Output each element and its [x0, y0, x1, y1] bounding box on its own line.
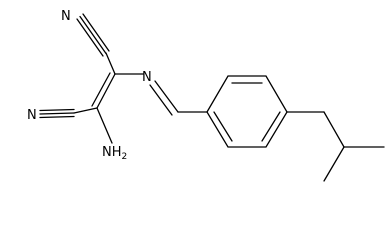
nitrile-top-triple-bond	[76, 13, 110, 57]
molecule-structure: N N N NH2	[27, 9, 385, 182]
benzene-ring	[206, 75, 288, 148]
atom-label-amine: NH2	[102, 145, 127, 162]
bond-imineN-CH	[154, 80, 179, 113]
nitrile-bottom-triple-bond	[39, 108, 75, 119]
bond-imineN-CH-second	[149, 84, 173, 116]
atom-label-nitrile-n-bottom: N	[27, 108, 37, 123]
amine-nh-text: NH	[102, 145, 122, 160]
structure-diagram: N N N NH2	[27, 9, 385, 182]
atom-label-imine-n: N	[142, 70, 152, 85]
isobutyl-chain	[286, 111, 385, 182]
bond-C2-amine	[96, 107, 113, 144]
c1-c2-double-bond	[91, 72, 116, 109]
bond-nitrileC-C1	[105, 52, 116, 75]
amine-subscript: 2	[122, 152, 128, 162]
bond-C2-nitrileC	[73, 107, 98, 114]
atom-label-nitrile-n-top: N	[61, 9, 71, 24]
